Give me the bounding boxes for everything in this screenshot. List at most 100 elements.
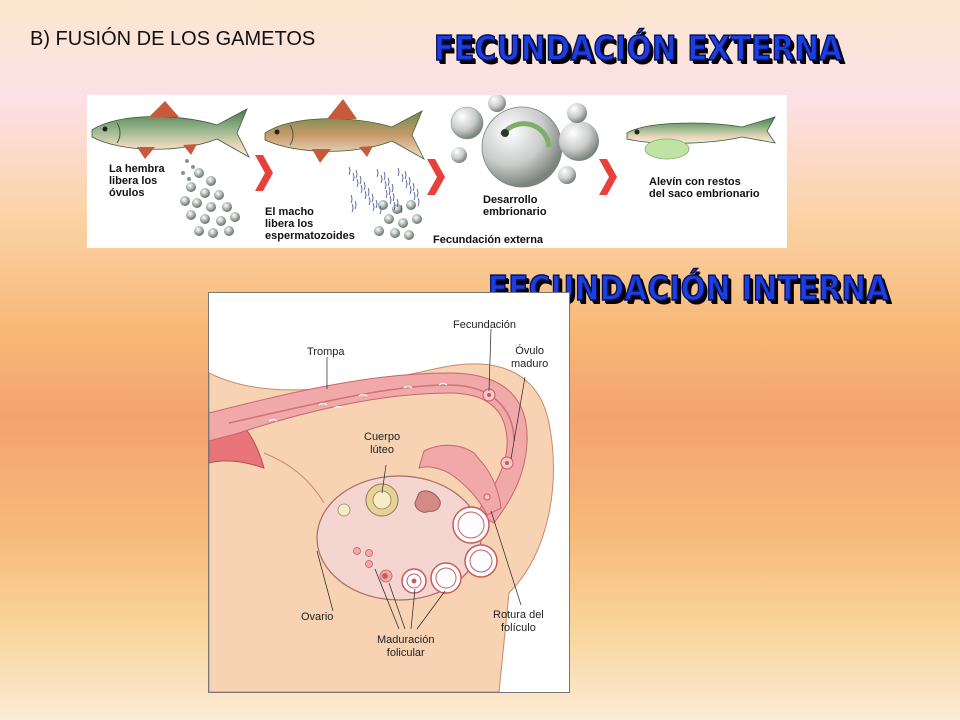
fallopian-tube xyxy=(209,372,528,524)
label-rotura-foliculo: Rotura del folículo xyxy=(493,609,544,634)
sperm xyxy=(351,203,354,213)
sperm xyxy=(416,188,419,198)
egg xyxy=(224,226,234,236)
label-ovario: Ovario xyxy=(301,611,334,623)
sperm-in-tube xyxy=(268,382,448,422)
sperm xyxy=(412,182,415,192)
egg xyxy=(192,198,202,208)
sperm xyxy=(384,180,387,190)
sperm xyxy=(417,197,420,207)
sperm xyxy=(360,184,363,194)
small-follicles xyxy=(353,547,417,584)
egg xyxy=(200,188,210,198)
egg xyxy=(390,228,400,238)
egg xyxy=(392,204,402,214)
female-fish xyxy=(91,101,250,159)
internal-fertilization-svg xyxy=(209,328,554,692)
sperm xyxy=(375,199,378,209)
egg xyxy=(384,214,394,224)
egg xyxy=(412,214,422,224)
leader-lines xyxy=(316,328,526,630)
label-ovulo-maduro: Óvulo maduro xyxy=(511,345,549,370)
fimbriae xyxy=(418,444,502,516)
corpus-luteum xyxy=(337,483,441,517)
alevin-fish xyxy=(626,116,776,160)
sperm xyxy=(391,183,394,193)
sperm xyxy=(363,181,366,191)
label-trompa: Trompa xyxy=(307,346,345,358)
egg xyxy=(230,212,240,222)
male-fish xyxy=(264,99,425,163)
label-external-caption: Fecundación externa xyxy=(433,234,544,246)
sperm xyxy=(348,166,351,176)
label-female-releases: La hembra libera los óvulos xyxy=(109,163,165,199)
title-external-fertilization: FECUNDACIÓN EXTERNA xyxy=(433,29,843,69)
sperm xyxy=(413,191,416,201)
egg xyxy=(206,202,216,212)
sperm xyxy=(396,198,399,208)
sperm xyxy=(385,189,388,199)
sperm-group xyxy=(348,166,420,215)
step-arrow-3 xyxy=(599,159,617,195)
egg xyxy=(185,159,189,163)
sperm xyxy=(400,204,403,214)
sperm xyxy=(401,173,404,183)
sperm xyxy=(387,177,390,187)
external-fertilization-svg xyxy=(91,95,776,240)
sperm xyxy=(389,195,392,205)
egg xyxy=(398,218,408,228)
label-maduracion-folicular: Maduración folicular xyxy=(377,634,435,659)
sperm xyxy=(356,178,359,188)
sperm xyxy=(368,196,371,206)
sperm xyxy=(397,167,400,177)
sperm xyxy=(383,171,386,181)
egg xyxy=(374,226,384,236)
sperm xyxy=(364,190,367,200)
egg xyxy=(222,202,232,212)
sperm xyxy=(355,169,358,179)
sperm xyxy=(392,192,395,202)
egg xyxy=(208,228,218,238)
sperm xyxy=(372,202,375,212)
egg xyxy=(180,196,190,206)
ovum xyxy=(482,388,514,501)
egg xyxy=(181,171,185,175)
sperm xyxy=(409,185,412,195)
sperm xyxy=(352,172,355,182)
sperm xyxy=(376,168,379,178)
egg xyxy=(186,210,196,220)
sperm xyxy=(367,187,370,197)
label-embryo-development: Desarrollo embrionario xyxy=(483,194,547,218)
step-arrow-1 xyxy=(255,155,273,191)
sperm xyxy=(350,194,353,204)
sperm xyxy=(379,205,382,215)
egg xyxy=(191,165,195,169)
step-arrow-2 xyxy=(427,159,445,195)
label-fecundacion: Fecundación xyxy=(453,319,516,331)
egg xyxy=(194,226,204,236)
label-alevin: Alevín con restos del saco embrionario xyxy=(649,176,760,200)
sperm xyxy=(354,200,357,210)
label-male-releases: El macho libera los espermatozoides xyxy=(265,206,355,242)
sperm xyxy=(393,201,396,211)
egg xyxy=(186,182,196,192)
egg xyxy=(378,200,388,210)
slide-subtitle: B) FUSIÓN DE LOS GAMETOS xyxy=(30,28,316,50)
eggs-group xyxy=(180,159,422,240)
egg xyxy=(216,216,226,226)
egg xyxy=(206,176,216,186)
egg xyxy=(200,214,210,224)
sperm xyxy=(388,186,391,196)
sperm xyxy=(405,179,408,189)
sperm xyxy=(359,175,362,185)
sperm xyxy=(404,170,407,180)
sperm xyxy=(371,193,374,203)
label-cuerpo-luteo: Cuerpo lúteo xyxy=(364,431,401,456)
sperm xyxy=(408,176,411,186)
egg xyxy=(404,230,414,240)
sperm xyxy=(380,174,383,184)
embryo-development xyxy=(450,95,599,188)
egg xyxy=(406,200,416,210)
internal-fertilization-diagram: Fecundación Trompa Óvulo maduro Cuerpo l… xyxy=(208,292,570,693)
external-fertilization-illustration: La hembra libera los óvulos El macho lib… xyxy=(87,95,787,248)
